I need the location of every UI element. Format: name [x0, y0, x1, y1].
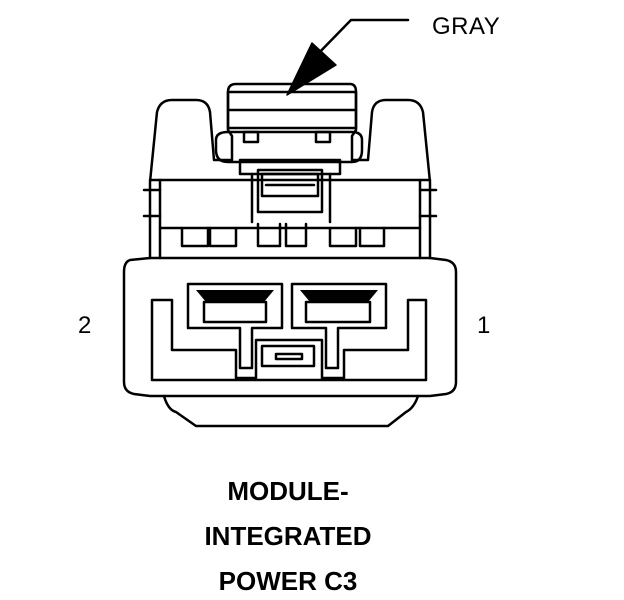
locking-teeth	[158, 222, 422, 248]
pin-number-1: 1	[477, 312, 491, 339]
callout-leader	[286, 18, 410, 96]
terminal-pin-2	[186, 282, 284, 370]
pin-number-2: 2	[78, 312, 92, 339]
callout-arrowhead	[286, 42, 337, 96]
connector-title-line-2: INTEGRATED	[204, 521, 372, 551]
terminal-cavity	[150, 298, 428, 382]
wire-color-label: GRAY	[432, 13, 501, 40]
connector-housing	[122, 82, 458, 428]
terminal-pin-1	[290, 282, 388, 370]
lock-tab	[214, 90, 364, 224]
connector-title-line-3: POWER C3	[218, 566, 358, 596]
connector-title-line-1: MODULE-	[227, 476, 349, 506]
